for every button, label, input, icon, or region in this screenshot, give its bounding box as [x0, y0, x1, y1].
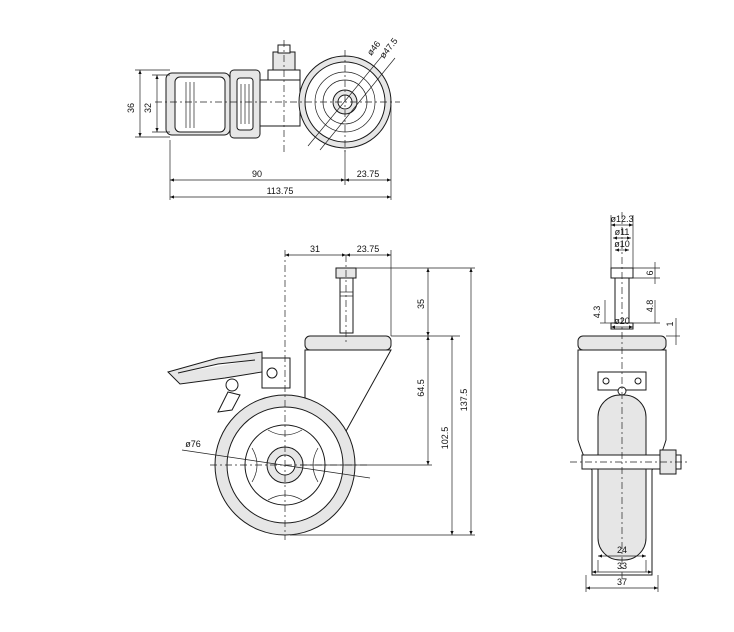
dim-35: 35 — [416, 299, 426, 309]
top-view: 36 32 90 23.75 113.75 ø46 ø47.5 — [126, 36, 400, 200]
dim-1: 1 — [665, 321, 675, 326]
dim-24: 24 — [617, 545, 627, 555]
front-view: ø12.3 ø11 ø10 6 4.3 4.8 ø20 1 24 33 37 — [570, 212, 690, 592]
dim-36: 36 — [126, 103, 136, 113]
dim-4-3: 4.3 — [592, 306, 602, 319]
dim-23-75-top: 23.75 — [357, 169, 380, 179]
dim-102-5: 102.5 — [440, 427, 450, 450]
side-top-plate — [304, 335, 392, 351]
dim-33: 33 — [617, 561, 627, 571]
dim-64-5: 64.5 — [416, 379, 426, 397]
dim-dia-76: ø76 — [185, 439, 201, 449]
dim-dia-10: ø10 — [614, 239, 630, 249]
dim-23-75-side: 23.75 — [357, 244, 380, 254]
dim-4-8: 4.8 — [645, 300, 655, 313]
dim-dia-20: ø20 — [614, 316, 630, 326]
dim-6: 6 — [645, 270, 655, 275]
side-brake-lever — [167, 351, 263, 385]
side-view: 31 23.75 35 64.5 102.5 137.5 ø76 — [167, 244, 475, 540]
dim-37: 37 — [617, 577, 627, 587]
dim-113-75: 113.75 — [267, 186, 294, 196]
side-stem — [339, 277, 354, 334]
dim-137-5: 137.5 — [459, 389, 469, 412]
dim-31: 31 — [310, 244, 320, 254]
top-fork — [259, 79, 301, 127]
dim-dia-47-5: ø47.5 — [378, 36, 400, 60]
dim-32: 32 — [143, 103, 153, 113]
dim-90: 90 — [252, 169, 262, 179]
dim-dia-12-3: ø12.3 — [610, 214, 633, 224]
dim-dia-11: ø11 — [615, 227, 630, 237]
